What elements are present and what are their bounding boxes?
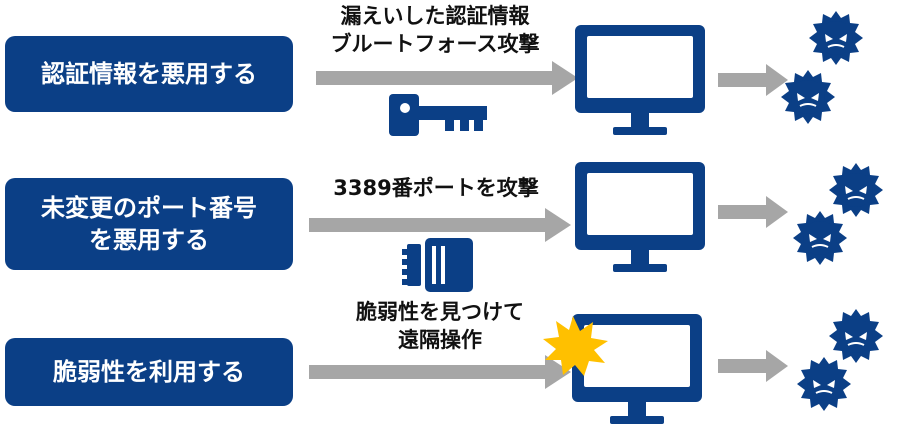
row-credential-abuse: 認証情報を悪用する 漏えいした認証情報 ブルートフォース攻撃 (0, 0, 902, 140)
attack-arrow (309, 208, 571, 242)
key-icon (389, 94, 487, 136)
caption-line: ブルートフォース攻撃 (330, 32, 540, 56)
virus-icon (792, 210, 848, 266)
label-line: 認証情報を悪用する (41, 60, 257, 88)
virus-icon (828, 162, 884, 218)
caption-port-abuse: 3389番ポートを攻撃 (296, 174, 576, 202)
caption-line: 3389番ポートを攻撃 (333, 176, 539, 200)
caption-line: 脆弱性を見つけて (356, 300, 524, 324)
virus-icon (780, 69, 836, 125)
virus-icon (796, 356, 852, 412)
propagation-arrow (718, 64, 788, 96)
row-port-abuse: 未変更のポート番号 を悪用する 3389番ポートを攻撃 (0, 150, 902, 290)
propagation-arrow (718, 350, 788, 382)
virus-icon (808, 10, 864, 66)
monitor-icon (575, 25, 705, 135)
row-vulnerability-abuse: 脆弱性を利用する 脆弱性を見つけて 遠隔操作 (0, 290, 902, 436)
label-line: 未変更のポート番号 (41, 194, 257, 222)
caption-line: 漏えいした認証情報 (340, 4, 530, 28)
label-line: を悪用する (89, 226, 209, 254)
label-port-abuse: 未変更のポート番号 を悪用する (5, 178, 293, 270)
label-credential-abuse: 認証情報を悪用する (5, 36, 293, 112)
burst-icon (543, 316, 608, 376)
caption-vulnerability-abuse: 脆弱性を見つけて 遠隔操作 (330, 298, 550, 354)
port-connector-icon (402, 238, 473, 292)
caption-line: 遠隔操作 (398, 328, 482, 352)
attack-arrow (316, 61, 578, 95)
label-vulnerability-abuse: 脆弱性を利用する (5, 338, 293, 406)
propagation-arrow (718, 196, 788, 228)
attack-arrow (309, 355, 571, 389)
caption-credential-abuse: 漏えいした認証情報 ブルートフォース攻撃 (300, 2, 570, 58)
virus-icon (828, 308, 884, 364)
label-line: 脆弱性を利用する (53, 358, 245, 386)
monitor-icon (575, 162, 705, 272)
